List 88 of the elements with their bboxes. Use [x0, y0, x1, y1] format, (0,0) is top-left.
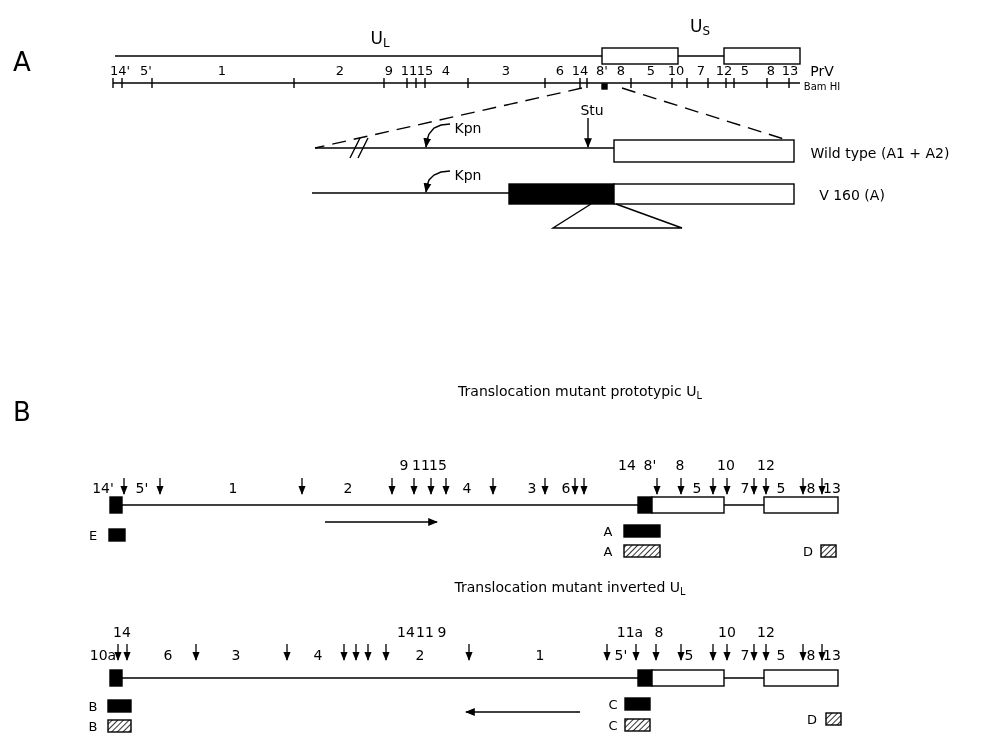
bar-label: B — [88, 719, 98, 733]
fragment-number: 7 — [696, 63, 706, 77]
fragment-number: 8 — [654, 625, 664, 639]
fragment-number: 12 — [757, 458, 775, 472]
fragment-number: 13 — [781, 63, 799, 77]
fragment-number: 10 — [667, 63, 685, 77]
fragment-number: 9 — [399, 458, 409, 472]
site-label: Stu — [580, 103, 604, 117]
fragment-number: 6 — [555, 63, 565, 77]
fragment-number: 5 — [646, 63, 656, 77]
fragment-number: 1 — [217, 63, 227, 77]
map-label: Wild type (A1 + A2) — [810, 146, 950, 160]
fragment-number: 5 — [692, 481, 702, 495]
bar-label: D — [807, 712, 817, 726]
bar-label: E — [88, 528, 98, 542]
fragment-number: 8 — [766, 63, 776, 77]
fragment-number: 2 — [343, 481, 353, 495]
fragment-number: 10 — [718, 625, 736, 639]
fragment-number: 9 — [437, 625, 447, 639]
fragment-number: 11 — [416, 625, 434, 639]
fragment-number: 6 — [561, 481, 571, 495]
map-title: Translocation mutant inverted U$_{L}$ — [454, 579, 686, 597]
fragment-number: 4 — [462, 481, 472, 495]
fragment-number: 5' — [614, 648, 628, 662]
fragment-number: 3 — [231, 648, 241, 662]
bar-label: D — [803, 544, 813, 558]
fragment-number: 10 — [717, 458, 735, 472]
panel-label: B — [13, 399, 31, 425]
fragment-number: 8 — [675, 458, 685, 472]
fragment-number: 14 — [113, 625, 131, 639]
fragment-number: 4 — [441, 63, 451, 77]
fragment-number: 3 — [527, 481, 537, 495]
fragment-number: 14' — [92, 481, 114, 495]
fragment-number: 3 — [501, 63, 511, 77]
fragment-number: 1 — [535, 648, 545, 662]
leader-arrow — [423, 170, 451, 193]
fragment-number: 10a — [89, 648, 117, 662]
bar-label: A — [603, 544, 613, 558]
fragment-number: 5 — [776, 648, 786, 662]
fragment-number: 14 — [618, 458, 636, 472]
fragment-number: 7 — [740, 648, 750, 662]
map-label: V 160 (A) — [819, 188, 885, 202]
fragment-number: 7 — [740, 481, 750, 495]
bar-label: C — [608, 697, 618, 711]
leader-arrow — [423, 123, 451, 148]
fragment-number: 9 — [384, 63, 394, 77]
mutant-map-drawing — [311, 183, 795, 229]
fragment-number: 8 — [806, 481, 816, 495]
fragment-number: 8' — [596, 63, 608, 77]
fragment-number: 5 — [776, 481, 786, 495]
bar-label: B — [88, 699, 98, 713]
fragment-number: 5' — [135, 481, 149, 495]
restriction-map — [112, 77, 801, 90]
region-label: U$_{L}$ — [370, 29, 390, 51]
map-title: Translocation mutant prototypic U$_{L}$ — [458, 383, 702, 401]
fragment-number: 8' — [643, 458, 657, 472]
fragment-number: 8 — [616, 63, 626, 77]
fragment-number: 11 — [400, 63, 418, 77]
fragment-number: 5 — [740, 63, 750, 77]
fragment-number: 1 — [228, 481, 238, 495]
bar-label: C — [608, 718, 618, 732]
fragment-number: 5 — [684, 648, 694, 662]
projection-line — [314, 87, 583, 149]
fragment-number: 8 — [806, 648, 816, 662]
site-label: Kpn — [454, 168, 482, 182]
fragment-number: 13 — [823, 648, 841, 662]
bar-label: A — [603, 524, 613, 538]
fragment-number: 14 — [397, 625, 415, 639]
wild-type-map-drawing — [314, 137, 795, 163]
panel-label: A — [13, 49, 31, 75]
fragment-number: 13 — [823, 481, 841, 495]
fragment-number: 12 — [757, 625, 775, 639]
fragment-number: 15 — [429, 458, 447, 472]
fragment-number: 4 — [313, 648, 323, 662]
fragment-number: 14 — [571, 63, 589, 77]
fragment-number: 2 — [335, 63, 345, 77]
fragment-number: 11 — [412, 458, 430, 472]
fragment-number: 11a — [616, 625, 644, 639]
fragment-number: 5' — [140, 63, 152, 77]
leader-arrow — [584, 117, 592, 148]
fragment-number: 15 — [416, 63, 434, 77]
fragment-number: 6 — [163, 648, 173, 662]
fragment-number: 14' — [109, 63, 131, 77]
fragment-number: 2 — [415, 648, 425, 662]
region-label: U$_{S}$ — [690, 17, 710, 39]
virus-label: PrV — [810, 64, 834, 78]
site-label: Kpn — [454, 121, 482, 135]
fragment-number: 12 — [715, 63, 733, 77]
